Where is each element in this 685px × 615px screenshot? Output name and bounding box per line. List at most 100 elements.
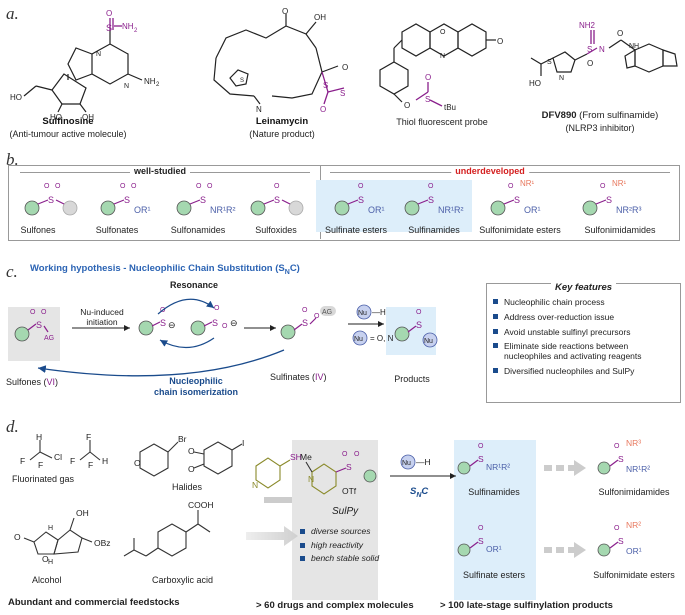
svg-text:O: O [314,313,320,320]
class-label-sulfoxides: Sulfoxides [255,225,297,235]
class-label-sulfinamides: Sulfinamides [408,225,460,235]
svg-text:S: S [340,89,345,98]
svg-text:N: N [96,51,101,58]
class-label-sulfonamides: Sulfonamides [170,225,226,235]
svg-text:NR¹: NR¹ [612,179,627,188]
svg-text:NR¹R²: NR¹R² [210,205,236,215]
svg-text:Nu: Nu [402,460,411,467]
svg-text:O: O [222,323,228,330]
svg-text:OH: OH [314,13,326,22]
svg-text:Nu: Nu [424,338,433,345]
svg-text:⊖: ⊖ [230,318,238,328]
sulpy-features: diverse sources high reactivity bench st… [300,525,379,566]
svg-text:S: S [425,95,430,104]
section-label-b: b. [6,150,19,169]
sulpy-feature-text: high reactivity [311,539,363,550]
resonance-label: Resonance [169,280,219,290]
snc-end: C [421,486,429,497]
svg-text:2: 2 [156,82,160,88]
svg-text:Br: Br [178,434,187,444]
svg-text:S: S [428,195,434,205]
dfv890-structure: NH2 S N O O NH S N HO [529,21,678,88]
svg-text:S: S [274,195,280,205]
feedstock-halides: Halides [172,482,203,492]
sulpy-feature: diverse sources [300,525,379,539]
svg-text:O: O [425,73,431,82]
feedstock-carboxylic-acid: Carboxylic acid [152,575,214,585]
svg-text:S: S [302,318,308,328]
key-features-box: Key features Nucleophilic chain process … [486,282,681,403]
svg-text:OH: OH [82,113,94,122]
svg-text:OH: OH [76,508,89,518]
svg-text:NH: NH [144,77,156,86]
leinamycin-name: Leinamycin [255,116,309,127]
sulfur-class-structures: S O O S O O OR¹ S O O NR¹R² S O S O OR¹ … [24,179,642,216]
svg-text:H: H [48,559,53,566]
key-feature-text: Diversified nucleophiles and SulPy [504,365,635,376]
dfv890-origin: (From sulfinamide) [576,110,659,121]
sulpy-box [292,440,378,600]
key-feature-item: Eliminate side reactions between nucleop… [493,341,674,362]
svg-text:AG: AG [44,335,54,342]
svg-text:N: N [599,45,605,54]
svg-text:S: S [48,195,54,205]
svg-text:O: O [120,183,126,190]
svg-text:N: N [256,105,262,114]
svg-text:—H: —H [372,308,386,317]
svg-text:NR¹R²: NR¹R² [486,462,510,472]
sulfinosine-structure: O S NH 2 NH 2 N N HO HO OH [10,9,160,122]
svg-text:N: N [124,83,129,90]
class-label-sulfones: Sulfones [20,225,56,235]
svg-text:O: O [188,464,195,474]
svg-text:F: F [38,460,43,470]
svg-text:O: O [342,451,348,458]
svg-text:O: O [30,309,36,316]
sulfinates-caption-text: Sulfinates ( [270,372,316,382]
svg-text:NH2: NH2 [579,21,596,30]
svg-text:⊖: ⊖ [168,320,176,330]
svg-text:Cl: Cl [54,452,62,462]
svg-text:S: S [478,536,484,546]
svg-text:I: I [242,438,244,448]
svg-text:H: H [102,456,108,466]
svg-text:Me: Me [300,452,312,462]
dfv890-name-line: DFV890 (From sulfinamide) [542,110,659,122]
drugs-caption: > 60 drugs and complex molecules [256,600,414,611]
svg-text:OBz: OBz [94,538,111,548]
svg-text:= O, N: = O, N [370,334,394,343]
key-feature-text: Avoid unstable sulfinyl precursors [504,326,631,337]
snc-sub: N [416,491,422,499]
sulpy-feature: high reactivity [300,539,379,553]
svg-text:S: S [212,318,218,328]
svg-text:O: O [282,7,288,16]
class-label-sulfonimidamides: Sulfonimidamides [584,225,656,235]
snc-label: SNC [410,486,429,500]
hypothesis-title-sub: N [284,268,290,276]
svg-text:S: S [106,23,112,33]
svg-text:OR¹: OR¹ [524,205,541,215]
svg-text:F: F [70,456,75,466]
svg-text:S: S [618,536,624,546]
feedstock-alcohol: Alcohol [32,575,62,585]
svg-text:SH: SH [290,452,302,462]
svg-text:O: O [188,446,195,456]
svg-text:Nu: Nu [358,310,367,317]
svg-text:N: N [440,53,445,60]
leinamycin-subtitle: (Nature product) [249,129,315,139]
svg-text:—H: —H [416,457,431,467]
sulfones-caption-roman: VI [46,377,56,387]
svg-text:NR¹R²: NR¹R² [626,464,650,474]
svg-text:O: O [478,443,484,450]
svg-text:O: O [587,59,593,68]
sulpy-feature: bench stable solid [300,552,379,566]
section-label-c: c. [6,262,18,281]
svg-text:N: N [252,480,258,490]
section-label-a: a. [6,4,19,23]
svg-text:O: O [274,183,280,190]
svg-text:HO: HO [529,79,541,88]
svg-text:O: O [478,525,484,532]
svg-text:S: S [346,462,352,472]
svg-text:O: O [302,307,308,314]
svg-text:O: O [44,183,50,190]
key-feature-text: Eliminate side reactions between nucleop… [504,341,642,362]
